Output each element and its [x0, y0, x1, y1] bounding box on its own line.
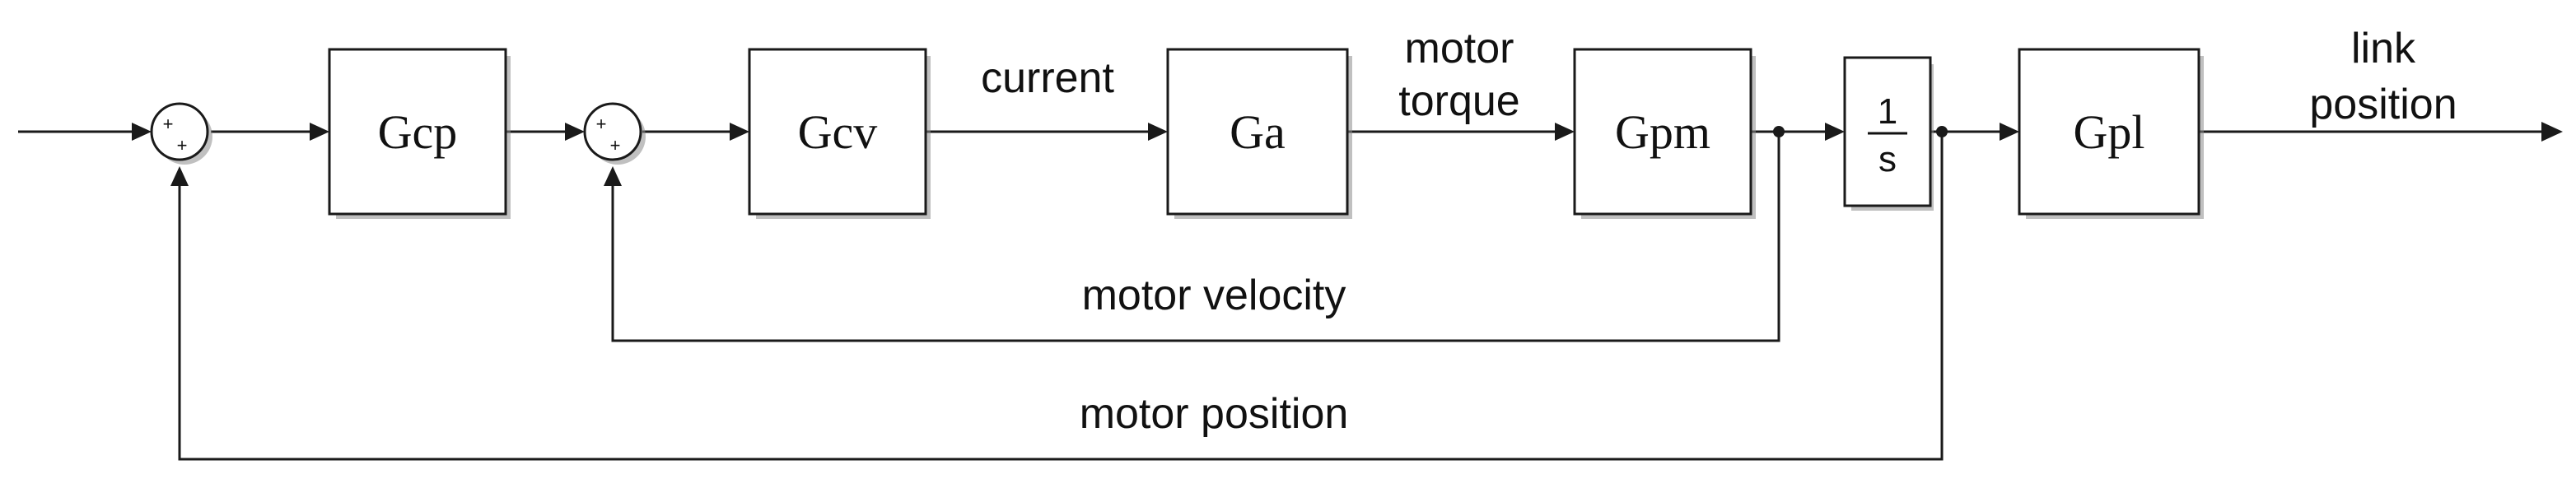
block-gpm: Gpm: [1573, 48, 1756, 219]
sum-sign-plus: +: [596, 114, 607, 134]
label-link-position-line1: link: [2351, 25, 2416, 72]
label-motor-position: motor position: [1080, 390, 1349, 438]
integrator-numerator: 1: [1878, 91, 1897, 132]
block-ga: Ga: [1166, 48, 1352, 219]
position-branch-point: [1936, 126, 1948, 137]
arrowhead-icon: [1555, 123, 1575, 141]
arrowhead-icon: [2541, 122, 2563, 142]
arrowhead-icon: [2000, 123, 2019, 141]
arrowhead-icon: [170, 166, 189, 186]
arrowhead-icon: [565, 123, 585, 141]
label-motor-torque-line2: torque: [1398, 77, 1519, 125]
arrowhead-icon: [604, 166, 622, 186]
signal-wires: [18, 130, 2543, 461]
arrowheads: [132, 122, 2563, 186]
summing-junction-outer: + +: [150, 102, 212, 165]
label-link-position-line2: position: [2309, 81, 2457, 128]
block-label: Ga: [1230, 105, 1286, 159]
sum-sign-plus: +: [163, 114, 174, 134]
arrowhead-icon: [310, 123, 329, 141]
label-current: current: [981, 54, 1114, 102]
sum-sign-plus: +: [610, 135, 621, 156]
arrowhead-icon: [132, 123, 152, 141]
position-feedback-wire: [178, 132, 1944, 461]
block-label: Gcv: [798, 105, 878, 159]
integrator-denominator: s: [1878, 139, 1897, 179]
block-label: Gcp: [378, 105, 458, 159]
velocity-feedback-wire: [611, 132, 1780, 342]
block-gcv: Gcv: [748, 48, 931, 219]
label-motor-torque-line1: motor: [1405, 25, 1514, 72]
velocity-branch-point: [1773, 126, 1785, 137]
label-motor-velocity: motor velocity: [1082, 272, 1346, 319]
summing-junction-inner: + +: [583, 102, 646, 165]
block-label: Gpm: [1615, 105, 1710, 159]
sum-sign-plus: +: [177, 135, 188, 156]
arrowhead-icon: [1825, 123, 1845, 141]
block-integrator: 1 s: [1843, 56, 1934, 211]
block-gcp: Gcp: [328, 48, 511, 219]
arrowhead-icon: [1148, 123, 1168, 141]
arrowhead-icon: [730, 123, 749, 141]
block-label: Gpl: [2074, 105, 2145, 159]
block-gpl: Gpl: [2018, 48, 2204, 219]
